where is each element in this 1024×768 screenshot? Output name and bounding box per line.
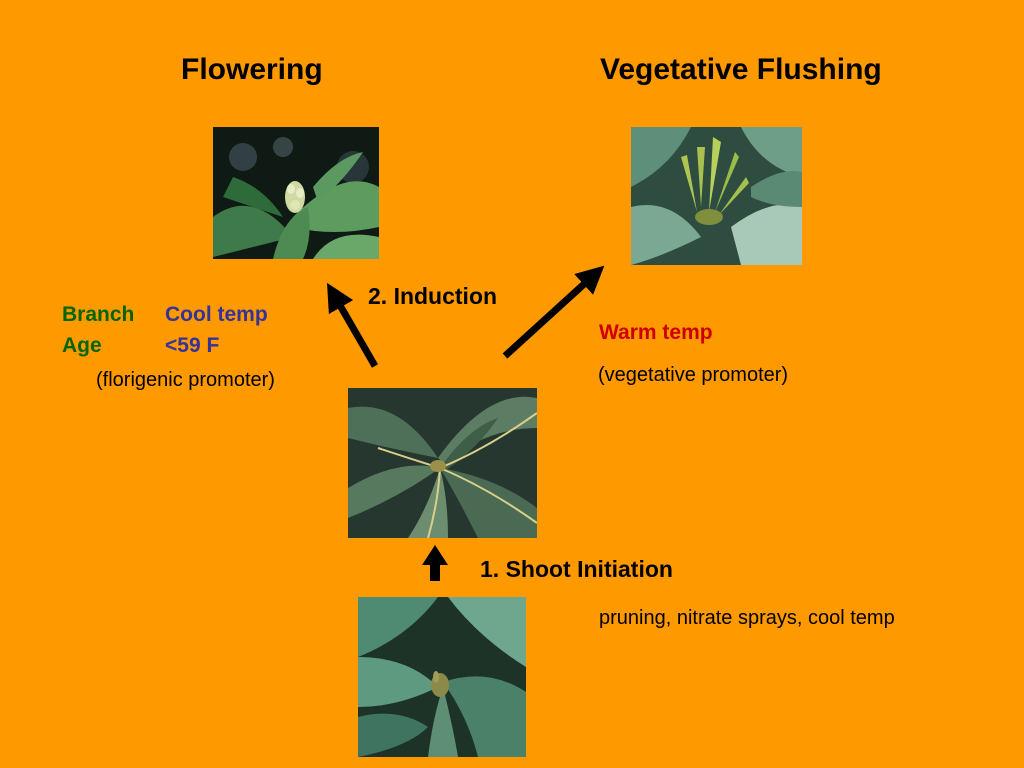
arrow-to-vegetative bbox=[502, 265, 605, 359]
cool-temp-line2: <59 F bbox=[165, 334, 220, 357]
cool-temp-label: Cool temp <59 F bbox=[165, 299, 268, 361]
branch-age-line2: Age bbox=[62, 334, 102, 357]
branch-age-label: Branch Age bbox=[62, 299, 134, 361]
shoot-initiation-label: 1. Shoot Initiation bbox=[480, 556, 673, 582]
initiation-factors-label: pruning, nitrate sprays, cool temp bbox=[599, 607, 895, 629]
vegetative-promoter-label: (vegetative promoter) bbox=[598, 364, 789, 386]
terminal-bud-photo bbox=[358, 597, 526, 757]
warm-temp-label: Warm temp bbox=[599, 321, 713, 344]
vegetative-flush-photo bbox=[631, 127, 802, 265]
induction-label: 2. Induction bbox=[368, 283, 498, 309]
florigenic-promoter-label: (florigenic promoter) bbox=[96, 369, 275, 391]
initiated-shoot-photo bbox=[348, 388, 537, 538]
cool-temp-line1: Cool temp bbox=[165, 303, 268, 326]
vegetative-flushing-title: Vegetative Flushing bbox=[600, 53, 882, 86]
arrow-shoot-initiation bbox=[422, 545, 448, 581]
flowering-shoot-photo bbox=[213, 127, 379, 259]
flowering-title: Flowering bbox=[181, 53, 323, 86]
branch-age-line1: Branch bbox=[62, 303, 135, 326]
